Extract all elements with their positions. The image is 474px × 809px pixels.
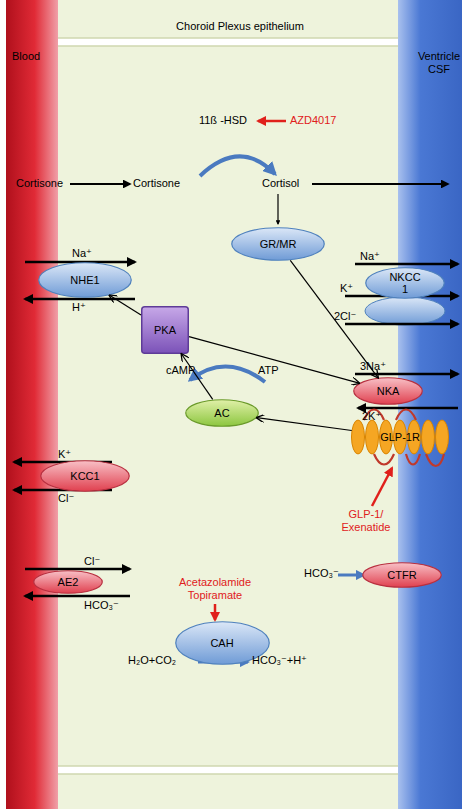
signal-arrow bbox=[110, 295, 141, 315]
molecule-label: Cortisol bbox=[262, 177, 318, 190]
node-label: NHE1 bbox=[45, 274, 125, 286]
signal-arrow bbox=[257, 418, 352, 431]
node-text-group: NKCC 1 bbox=[387, 271, 423, 295]
node-label: NKCC 1 bbox=[387, 271, 423, 295]
transporter-ellipse: NHE1 bbox=[38, 262, 132, 298]
ion-label: Na⁺ bbox=[72, 247, 102, 260]
node-text-group: NHE1 bbox=[45, 274, 125, 286]
node-label: PKA bbox=[143, 324, 187, 336]
signal-arrow bbox=[189, 337, 359, 384]
node-text-group: AC bbox=[192, 407, 252, 419]
ion-label: K⁺ bbox=[340, 282, 365, 295]
drug-label: AZD4017 bbox=[290, 114, 360, 127]
pump-ellipse: NKA bbox=[353, 377, 423, 405]
title-label: Choroid Plexus epithelium bbox=[120, 20, 360, 33]
transporter-ellipse: AE2 bbox=[33, 570, 103, 594]
receptor-ellipse: GR/MR bbox=[231, 227, 325, 261]
ion-label: 3Na⁺ bbox=[360, 360, 396, 373]
node-text-group: PKA bbox=[143, 324, 187, 336]
enzyme-ellipse: AC bbox=[185, 399, 259, 427]
ion-label: HCO₃⁻ bbox=[304, 567, 340, 580]
channel-ellipse: CTFR bbox=[362, 562, 442, 588]
node-label: NKA bbox=[358, 385, 418, 397]
ion-label: Na⁺ bbox=[360, 250, 390, 263]
signal-arrow bbox=[290, 260, 378, 377]
node-text-group: CTFR bbox=[367, 569, 437, 581]
node-text-group: AE2 bbox=[38, 576, 98, 588]
node-text-group: GR/MR bbox=[238, 238, 318, 250]
transporter-ellipse: KCC1 bbox=[40, 460, 130, 492]
enzyme-label: 11ß -HSD bbox=[188, 114, 258, 127]
molecule-label: HCO₃⁻+H⁺ bbox=[252, 654, 332, 667]
ion-label: HCO₃⁻ bbox=[84, 599, 124, 612]
node-label: KCC1 bbox=[45, 470, 125, 482]
ion-label: 2Cl⁻ bbox=[334, 310, 368, 323]
ion-label: Cl⁻ bbox=[84, 555, 109, 568]
ion-label: H⁺ bbox=[72, 301, 102, 314]
region-label: Blood bbox=[12, 50, 56, 63]
node-label: GR/MR bbox=[238, 238, 318, 250]
node-text-group: KCC1 bbox=[45, 470, 125, 482]
node-text-group: CAH bbox=[182, 637, 262, 649]
node-label: AE2 bbox=[38, 576, 98, 588]
region-label: Ventricle CSF bbox=[410, 50, 468, 76]
node-label: CAH bbox=[182, 637, 262, 649]
molecule-label: ATP bbox=[258, 364, 288, 377]
node-text-group: NKA bbox=[358, 385, 418, 397]
molecule-label: Cortisone bbox=[133, 177, 199, 190]
molecule-label: H₂O+CO₂ bbox=[128, 654, 198, 667]
ion-label: 2K⁺ bbox=[362, 410, 398, 423]
drug-label: Acetazolamide Topiramate bbox=[160, 576, 270, 602]
drug-label: GLP-1/ Exenatide bbox=[334, 508, 398, 534]
molecule-label: Cortisone bbox=[16, 177, 72, 190]
kinase-box: PKA bbox=[141, 306, 189, 354]
molecule-label: cAMP bbox=[166, 364, 202, 377]
ion-label: K⁺ bbox=[58, 448, 83, 461]
node-label: GLP-1R bbox=[355, 431, 445, 443]
node-label: CTFR bbox=[367, 569, 437, 581]
ion-label: Cl⁻ bbox=[58, 492, 83, 505]
node-text-group: GLP-1R bbox=[355, 431, 445, 443]
node-label: AC bbox=[192, 407, 252, 419]
signal-arrow bbox=[181, 354, 212, 399]
transporter-ellipse: NKCC 1 bbox=[365, 267, 445, 299]
